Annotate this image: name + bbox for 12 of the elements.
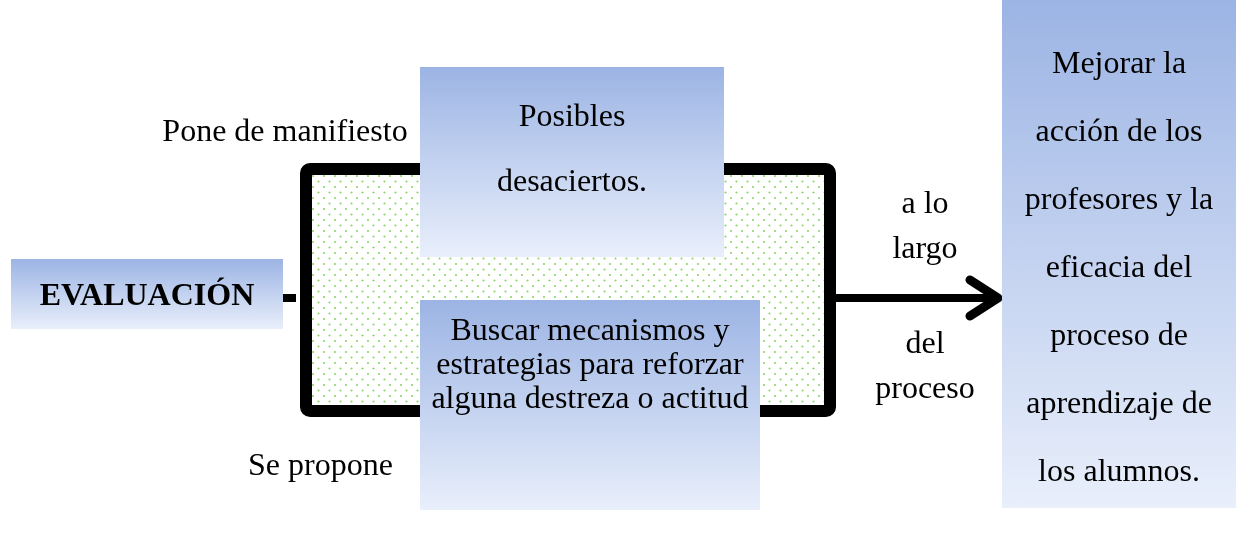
- label-text: del proceso: [874, 323, 976, 407]
- side-label: Se propone: [248, 446, 393, 483]
- box-text: Buscar mecanismos y estrategias para reforzar alguna destreza o actitud: [430, 312, 750, 414]
- process-box: [420, 300, 760, 510]
- process-box: [420, 67, 724, 257]
- box-text: Posibles desaciertos.: [495, 96, 649, 200]
- label-text: a lo largo: [891, 183, 959, 267]
- label-text: Pone de manifiesto: [161, 111, 409, 150]
- box-text: Mejorar la acción de los profesores y la eficacia del proceso de aprendizaje de los alumnos.: [1023, 43, 1215, 490]
- box-text: EVALUACIÓN: [38, 275, 256, 314]
- process-box: [11, 259, 283, 329]
- process-box: [1002, 0, 1236, 508]
